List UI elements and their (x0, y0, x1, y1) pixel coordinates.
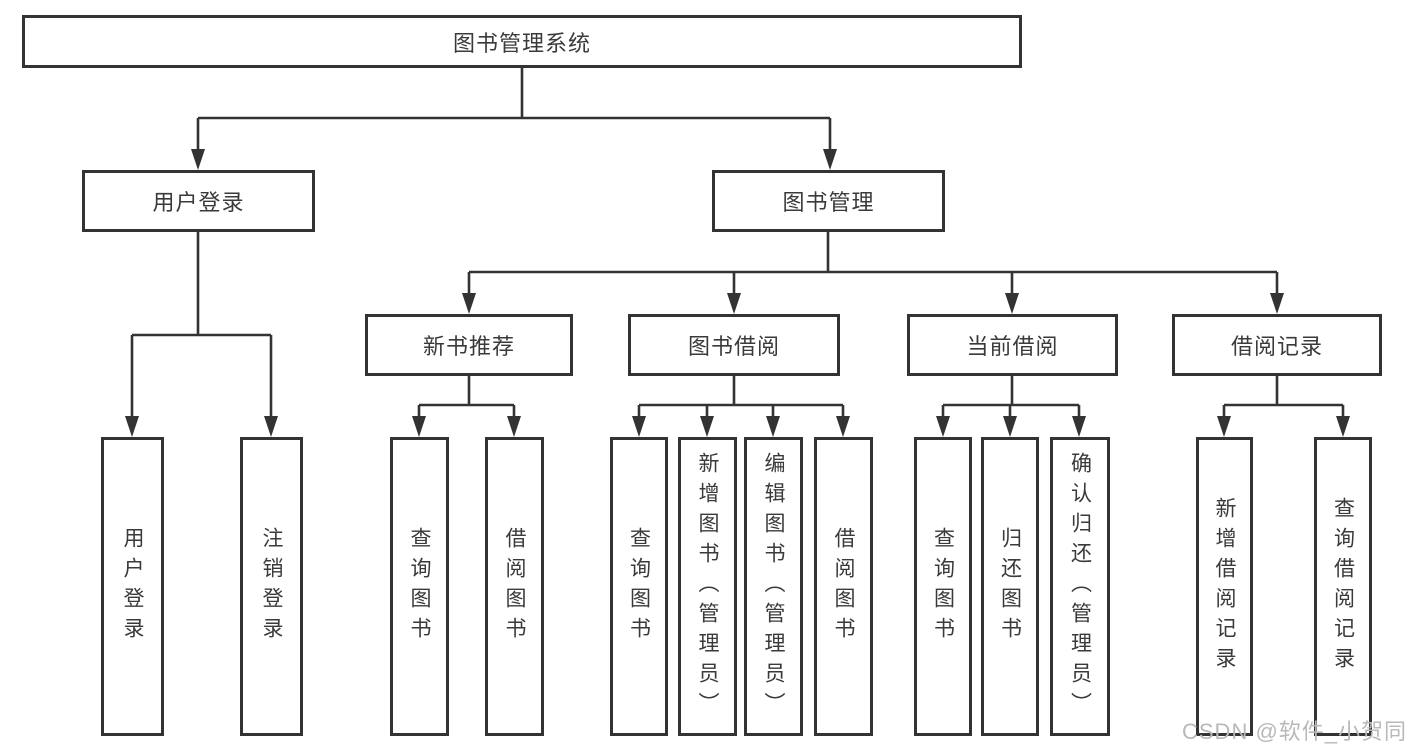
leaf-logout: 注销登录 (240, 437, 303, 736)
node-current-borrowing-label: 当前借阅 (966, 334, 1059, 359)
node-book-management-branch: 图书管理 (712, 170, 945, 232)
leaf-query-books-3-label: 查询图书 (931, 526, 955, 647)
leaf-query-books-2-label: 查询图书 (627, 526, 651, 647)
leaf-edit-books-admin-label: 编辑图书（管理员） (762, 451, 785, 722)
leaf-borrow-books-1: 借阅图书 (485, 437, 544, 736)
leaf-borrow-books-1-label: 借阅图书 (503, 526, 526, 647)
leaf-borrow-books-2: 借阅图书 (814, 437, 873, 736)
leaf-return-books: 归还图书 (981, 437, 1039, 736)
leaf-query-books-3: 查询图书 (914, 437, 972, 736)
leaf-query-books-2: 查询图书 (610, 437, 668, 736)
node-book-borrowing-label: 图书借阅 (687, 334, 780, 359)
leaf-return-books-label: 归还图书 (998, 526, 1022, 647)
leaf-user-login: 用户登录 (101, 437, 164, 736)
leaf-logout-label: 注销登录 (260, 526, 283, 647)
leaf-add-books-admin-label: 新增图书（管理员） (696, 451, 719, 722)
node-root: 图书管理系统 (22, 15, 1022, 68)
leaf-confirm-return-admin: 确认归还（管理员） (1050, 437, 1110, 736)
node-book-borrowing: 图书借阅 (628, 314, 840, 376)
leaf-add-books-admin: 新增图书（管理员） (678, 437, 737, 736)
node-user-login-branch-label: 用户登录 (152, 190, 245, 215)
node-current-borrowing: 当前借阅 (907, 314, 1118, 376)
leaf-add-borrow-record: 新增借阅记录 (1196, 437, 1253, 736)
leaf-borrow-books-2-label: 借阅图书 (832, 526, 855, 647)
node-borrowing-records: 借阅记录 (1172, 314, 1382, 376)
node-new-book-recommendation-label: 新书推荐 (422, 334, 515, 359)
leaf-user-login-label: 用户登录 (121, 526, 144, 647)
watermark: CSDN @软件_小贺同学 (1182, 719, 1405, 744)
node-user-login-branch: 用户登录 (82, 170, 315, 232)
node-root-label: 图书管理系统 (452, 30, 591, 56)
leaf-query-borrow-record: 查询借阅记录 (1314, 437, 1372, 736)
node-borrowing-records-label: 借阅记录 (1230, 334, 1323, 359)
leaf-edit-books-admin: 编辑图书（管理员） (744, 437, 803, 736)
leaf-add-borrow-record-label: 新增借阅记录 (1213, 496, 1236, 677)
node-book-management-branch-label: 图书管理 (782, 190, 875, 215)
leaf-query-borrow-record-label: 查询借阅记录 (1331, 496, 1355, 677)
node-new-book-recommendation: 新书推荐 (365, 314, 573, 376)
leaf-query-books-1-label: 查询图书 (408, 526, 431, 647)
leaf-query-books-1: 查询图书 (390, 437, 449, 736)
leaf-confirm-return-admin-label: 确认归还（管理员） (1068, 451, 1092, 722)
